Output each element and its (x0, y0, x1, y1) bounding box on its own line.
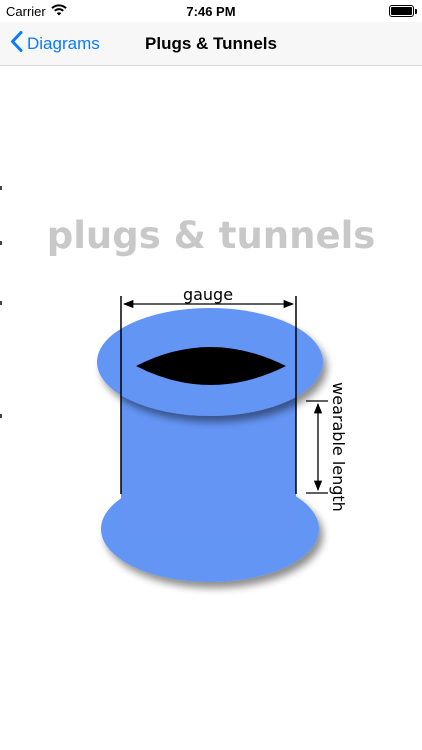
battery-icon (389, 5, 417, 17)
battery-tip (415, 9, 417, 14)
navigation-bar: Diagrams Plugs & Tunnels (0, 22, 422, 66)
page-title: Plugs & Tunnels (145, 34, 277, 53)
status-bar: Carrier 7:46 PM (0, 0, 422, 22)
wearable-length-label: wearable length (329, 382, 348, 512)
content-area: plugs & tunnels gauge wearable length (0, 66, 422, 750)
edge-mark (0, 186, 2, 190)
back-button[interactable]: Diagrams (10, 30, 100, 58)
chevron-left-icon (10, 31, 23, 57)
gauge-label: gauge (183, 285, 233, 304)
edge-mark (0, 301, 2, 305)
battery-fill (391, 7, 412, 15)
diagram-heading: plugs & tunnels (47, 214, 376, 257)
back-label: Diagrams (27, 34, 100, 53)
carrier-label: Carrier (6, 4, 46, 19)
status-left: Carrier (6, 4, 67, 19)
edge-mark (0, 414, 2, 418)
wifi-icon (51, 4, 67, 19)
plugs-tunnels-diagram: plugs & tunnels gauge wearable length (47, 214, 376, 582)
left-edge-marks (0, 66, 2, 750)
tunnel-hole (136, 347, 286, 385)
status-time: 7:46 PM (186, 4, 236, 19)
edge-mark (0, 241, 2, 245)
